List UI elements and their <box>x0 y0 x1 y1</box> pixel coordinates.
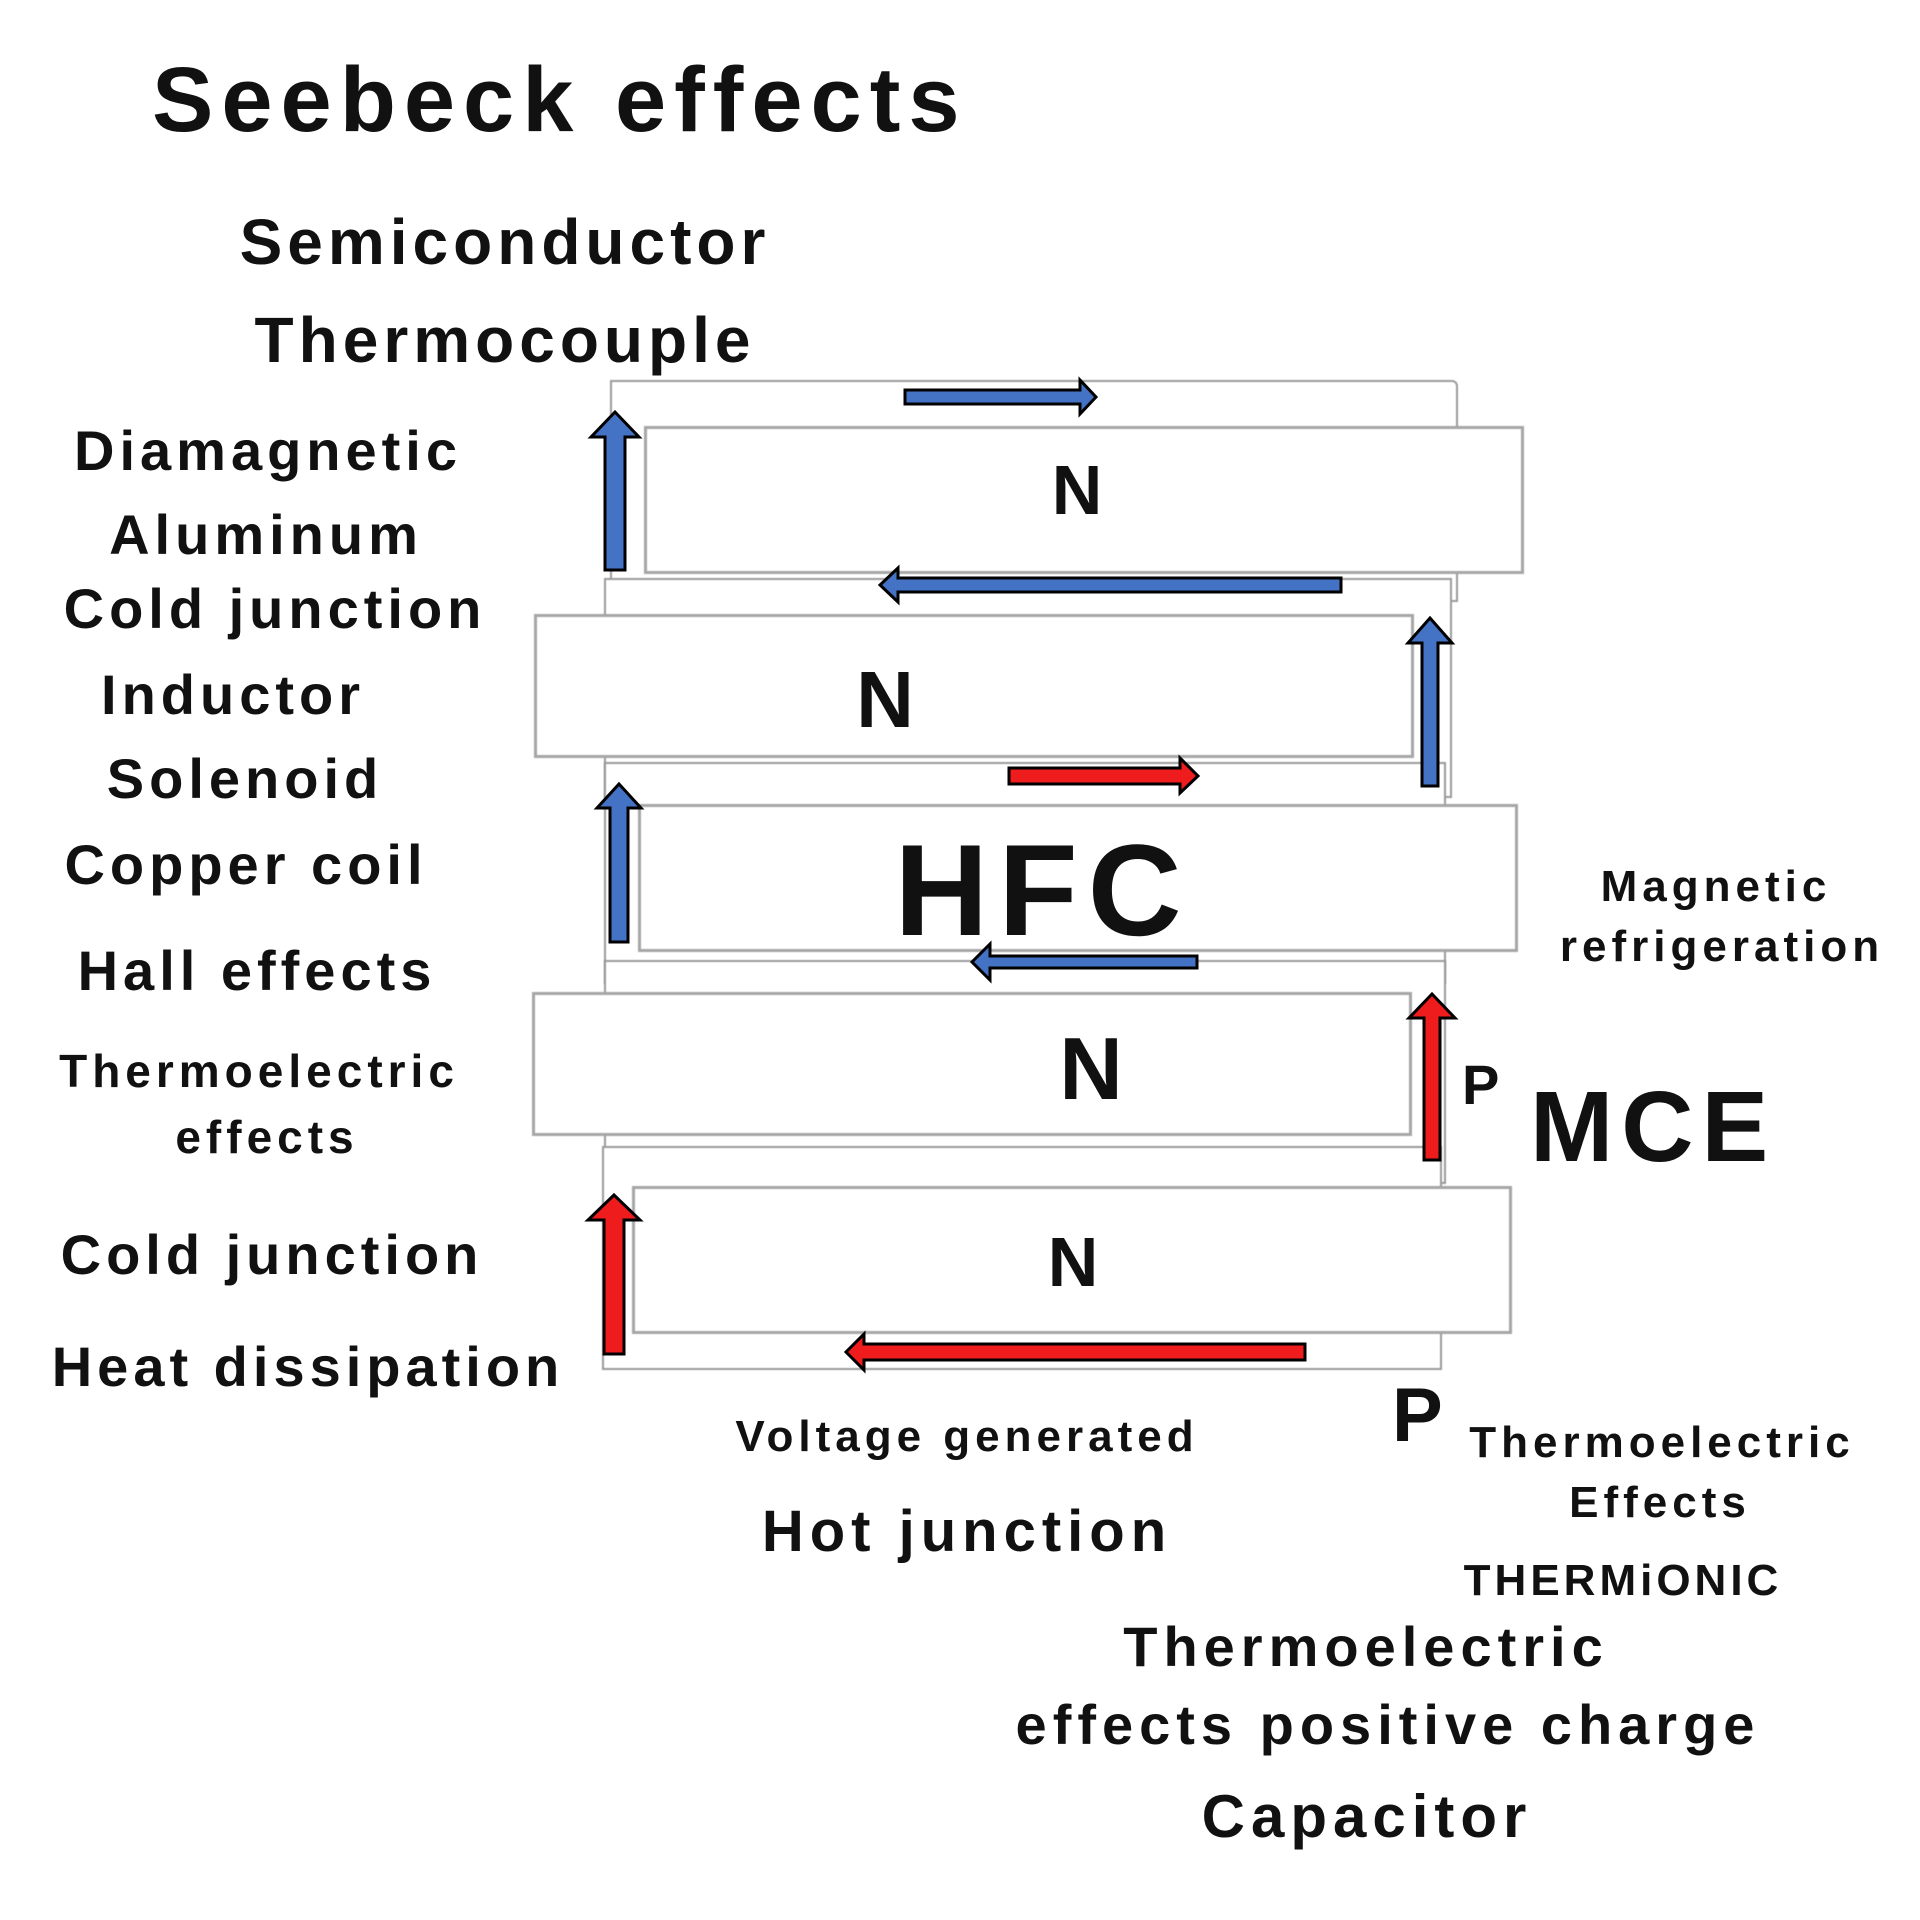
label-refrigeration: refrigeration <box>1559 922 1885 971</box>
slab-hfc <box>638 804 1518 952</box>
label-hall-effects: Hall effects <box>77 939 437 1002</box>
arrow-right-up-red <box>1405 991 1459 1162</box>
label-thermocouple: Thermocouple <box>254 304 756 376</box>
diagram-title: Seebeck effects <box>152 49 968 151</box>
label-heat-dissipation: Heat dissipation <box>51 1335 565 1398</box>
label-capacitor: Capacitor <box>1201 1783 1533 1850</box>
label-diamagnetic: Diamagnetic <box>74 419 462 482</box>
label-effects-caps: Effects <box>1569 1478 1751 1527</box>
label-thermoelectric-1: Thermoelectric <box>59 1045 459 1097</box>
arrow-right-up-blue <box>1404 615 1456 788</box>
arrow-left-up-blue-2 <box>593 781 645 944</box>
label-cold-junction-2: Cold junction <box>60 1223 484 1286</box>
label-aluminum: Aluminum <box>109 503 423 566</box>
label-p-small: P <box>1462 1053 1500 1116</box>
arrow-top-right-blue <box>903 376 1099 418</box>
slab-n-2 <box>534 614 1414 758</box>
slab-n-1-label: N <box>1051 451 1103 529</box>
label-thermoelectric-3: Thermoelectric <box>1123 1615 1609 1678</box>
label-mce: MCE <box>1530 1071 1777 1183</box>
label-copper-coil: Copper coil <box>64 833 428 896</box>
label-p-bottom: P <box>1392 1373 1443 1458</box>
label-hot-junction: Hot junction <box>761 1499 1173 1564</box>
slab-n-4-label: N <box>1047 1223 1099 1301</box>
label-semiconductor: Semiconductor <box>239 206 771 278</box>
arrow-left-up-blue-1 <box>587 409 643 572</box>
slab-n-3-label: N <box>1059 1019 1123 1118</box>
label-magnetic: Magnetic <box>1600 862 1832 911</box>
arrow-mid-left-blue-1 <box>877 564 1343 606</box>
slab-n-2-label: N <box>856 655 914 744</box>
slab-n-4 <box>632 1186 1512 1334</box>
label-thermoelectric-2: Thermoelectric <box>1469 1418 1855 1467</box>
label-cold-junction-1: Cold junction <box>63 577 487 640</box>
arrow-bottom-left-red <box>843 1330 1307 1374</box>
slab-n-3 <box>532 992 1412 1136</box>
slab-n-1 <box>644 426 1524 574</box>
label-solenoid: Solenoid <box>106 747 384 810</box>
arrow-mid-left-blue-2 <box>969 940 1199 984</box>
label-voltage-generated: Voltage generated <box>735 1412 1199 1461</box>
label-effects-1: effects <box>175 1111 359 1163</box>
arrow-left-up-red <box>584 1192 644 1356</box>
label-effects-positive-charge: effects positive charge <box>1015 1693 1761 1756</box>
label-thermionic: THERMiONIC <box>1463 1556 1783 1605</box>
slab-hfc-label: HFC <box>894 817 1192 963</box>
label-inductor: Inductor <box>101 663 365 726</box>
arrow-mid-right-red <box>1007 754 1201 797</box>
